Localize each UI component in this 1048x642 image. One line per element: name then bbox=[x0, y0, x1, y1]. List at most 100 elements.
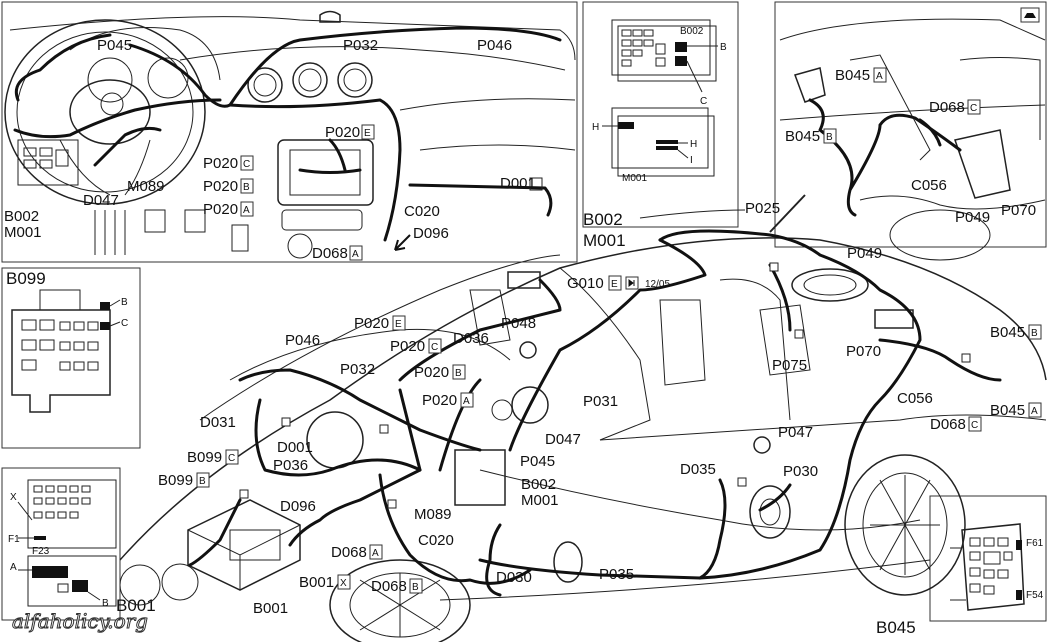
label-b099b-suffix: B bbox=[199, 476, 206, 487]
car-body-icon bbox=[1024, 13, 1036, 18]
label-p020b-suffix: B bbox=[243, 182, 250, 193]
label-p020b: P020 bbox=[203, 178, 238, 195]
b045-title: B045 bbox=[876, 618, 916, 637]
b001-label-a: A bbox=[10, 562, 17, 573]
label-p020a-suffix: A bbox=[463, 396, 470, 407]
rear-labels: B045 A D068 C B045 B C056 P049 P070 bbox=[785, 67, 1036, 226]
label-p020a-suffix: A bbox=[243, 205, 250, 216]
label-c056: C056 bbox=[897, 390, 933, 407]
b045-label-f61: F61 bbox=[1026, 538, 1044, 549]
label-d068c-suffix: C bbox=[971, 420, 978, 431]
fuse-b002-label-c: C bbox=[700, 96, 707, 107]
label-p047: P047 bbox=[778, 424, 813, 441]
b001-label-f1: F1 bbox=[8, 534, 20, 545]
rear-label-b045a-suffix: A bbox=[876, 71, 883, 82]
label-d096: D096 bbox=[413, 225, 449, 242]
label-p045: P045 bbox=[520, 453, 555, 470]
fuse-b002-label-h2: H bbox=[690, 139, 697, 150]
rear-label-b045a: B045 bbox=[835, 67, 870, 84]
rear-label-b045b-suffix: B bbox=[826, 132, 833, 143]
dashboard-art bbox=[4, 10, 576, 259]
label-m089: M089 bbox=[414, 506, 452, 523]
b099-title: B099 bbox=[6, 269, 46, 288]
label-d068b: D068 bbox=[371, 578, 407, 595]
label-p049: P049 bbox=[847, 245, 882, 262]
label-p020c: P020 bbox=[203, 155, 238, 172]
label-p020b-suffix: B bbox=[455, 368, 462, 379]
b001-art bbox=[17, 479, 117, 607]
label-date: 12/05 bbox=[645, 279, 670, 290]
rear-label-p070: P070 bbox=[1001, 202, 1036, 219]
caption-b002: B002 bbox=[583, 210, 623, 229]
label-d035: D035 bbox=[680, 461, 716, 478]
label-d096: D096 bbox=[280, 498, 316, 515]
rear-label-c056: C056 bbox=[911, 177, 947, 194]
dashboard-labels: P045 P032 P046 P020 E P020 C P020 B P020… bbox=[4, 37, 536, 262]
label-p020c: P020 bbox=[390, 338, 425, 355]
label-p020e: P020 bbox=[354, 315, 389, 332]
label-d068a-suffix: A bbox=[352, 249, 359, 260]
label-b002: B002 bbox=[521, 476, 556, 493]
label-d001: D001 bbox=[500, 175, 536, 192]
label-p036: P036 bbox=[273, 457, 308, 474]
label-b001x: B001 bbox=[299, 574, 334, 591]
b045-label-f54: F54 bbox=[1026, 590, 1044, 601]
label-m089: M089 bbox=[127, 178, 165, 195]
label-m001: M001 bbox=[521, 492, 559, 509]
fuse-b002-label-h1: H bbox=[592, 122, 599, 133]
rear-label-d068c-suffix: C bbox=[970, 103, 977, 114]
label-p045: P045 bbox=[97, 37, 132, 54]
label-d030: D030 bbox=[496, 569, 532, 586]
label-d068a: D068 bbox=[312, 245, 348, 262]
label-b045b: B045 bbox=[990, 324, 1025, 341]
label-d068c: D068 bbox=[930, 416, 966, 433]
label-d068a-suffix: A bbox=[372, 548, 379, 559]
label-p075: P075 bbox=[772, 357, 807, 374]
fuse-b002-label-i: I bbox=[690, 155, 693, 166]
label-c020: C020 bbox=[404, 203, 440, 220]
b001-label-b: B bbox=[102, 598, 109, 609]
label-d068a: D068 bbox=[331, 544, 367, 561]
fuse-b002-label-b: B bbox=[720, 42, 727, 53]
label-b045a: B045 bbox=[990, 402, 1025, 419]
label-d068b-suffix: B bbox=[412, 582, 419, 593]
label-p020a: P020 bbox=[203, 201, 238, 218]
label-p048: P048 bbox=[501, 315, 536, 332]
b099-panel bbox=[1, 267, 141, 449]
watermark: alfaholicy.org bbox=[12, 609, 148, 633]
label-d031: D031 bbox=[200, 414, 236, 431]
label-p035: P035 bbox=[599, 566, 634, 583]
label-m001: M001 bbox=[4, 224, 42, 241]
b045-art bbox=[950, 523, 1025, 611]
fuse-b002-labels: B002 B C H H I M001 bbox=[592, 26, 727, 184]
label-p020e-suffix: E bbox=[395, 319, 402, 330]
label-p020b: P020 bbox=[414, 364, 449, 381]
label-p020c-suffix: C bbox=[243, 159, 250, 170]
rear-panel bbox=[774, 1, 1047, 248]
label-p025: P025 bbox=[745, 200, 780, 217]
label-p020c-suffix: C bbox=[431, 342, 438, 353]
b099-label-b: B bbox=[121, 297, 128, 308]
rear-label-b045b: B045 bbox=[785, 128, 820, 145]
label-p020e: P020 bbox=[325, 124, 360, 141]
label-p030: P030 bbox=[783, 463, 818, 480]
rear-label-p049: P049 bbox=[955, 209, 990, 226]
label-b002: B002 bbox=[4, 208, 39, 225]
car-wiring bbox=[188, 229, 1002, 597]
rear-label-d068c: D068 bbox=[929, 99, 965, 116]
label-b001: B001 bbox=[253, 600, 288, 617]
b045-panel bbox=[929, 495, 1047, 622]
label-p020a: P020 bbox=[422, 392, 457, 409]
label-g010: G010 bbox=[567, 275, 604, 292]
label-d001: D001 bbox=[277, 439, 313, 456]
label-d047: D047 bbox=[545, 431, 581, 448]
fuse-b002-title: B002 bbox=[680, 26, 704, 37]
fuse-b002-panel bbox=[582, 1, 739, 228]
label-d036: D036 bbox=[453, 330, 489, 347]
label-b099b: B099 bbox=[158, 472, 193, 489]
label-b001x-suffix: X bbox=[340, 578, 347, 589]
label-b099c-suffix: C bbox=[228, 453, 235, 464]
b001-labels: X F1 F23 A B bbox=[8, 492, 109, 609]
